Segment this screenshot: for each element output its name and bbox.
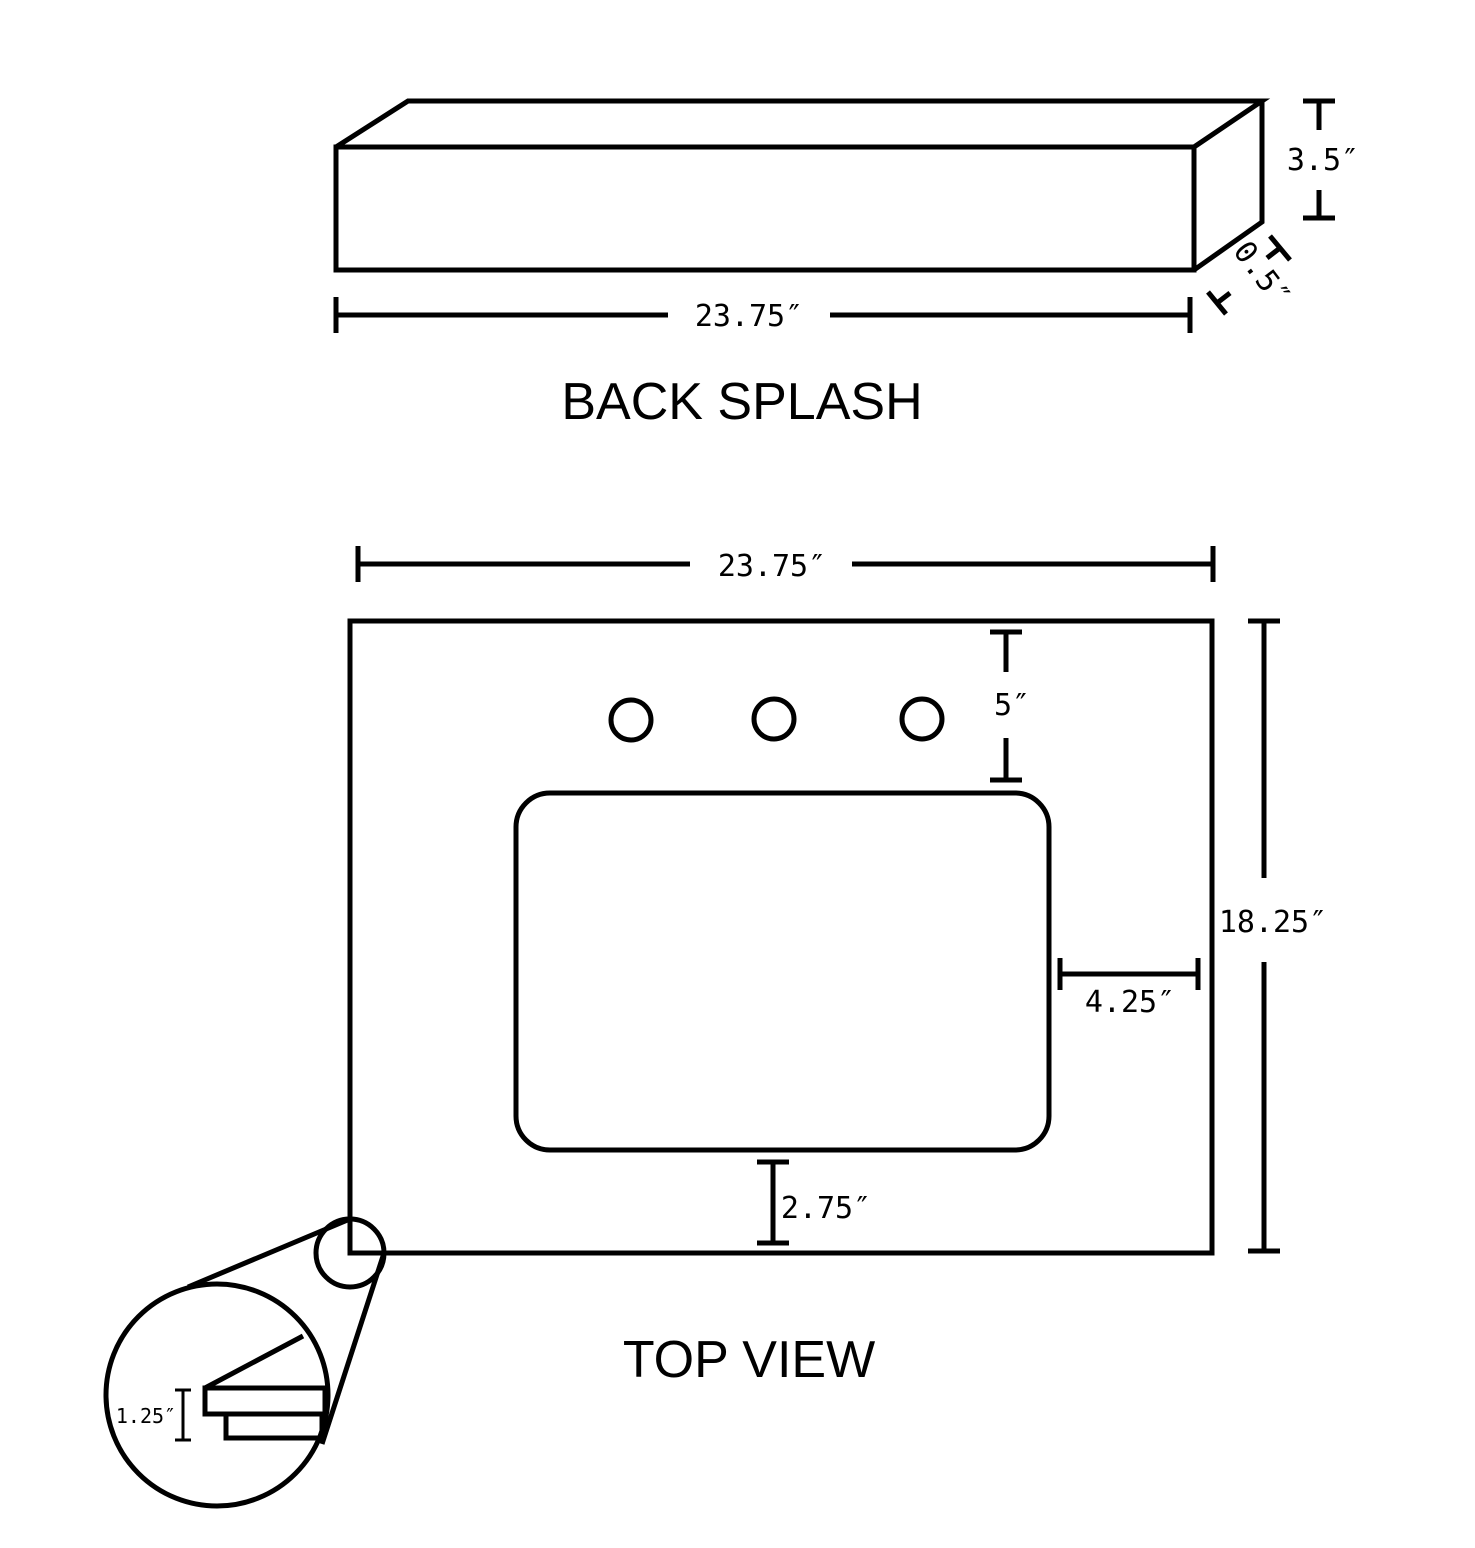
countertop-outline: [347, 618, 1215, 1256]
faucet-to-basin-dimension: [990, 629, 1022, 783]
basin-side-dimension: [1057, 958, 1201, 990]
basin-side-label: 4.25″: [1085, 985, 1175, 1020]
edge-thickness-label: 1.25″: [116, 1404, 176, 1428]
edge-detail-callout: [103, 1216, 387, 1509]
top-width-dimension: [355, 546, 1216, 582]
basin-outline: [513, 790, 1052, 1153]
top-depth-label: 18.25″: [1219, 905, 1327, 940]
backsplash-box: [333, 98, 1271, 273]
backsplash-width-label: 23.75″: [695, 299, 803, 334]
backsplash-width-dimension: [333, 297, 1193, 333]
topview-title: TOP VIEW: [623, 1331, 875, 1389]
faucet-hole-left: [608, 697, 654, 743]
backsplash-title: BACK SPLASH: [561, 373, 922, 431]
top-depth-dimension: [1248, 618, 1280, 1254]
top-width-label: 23.75″: [718, 549, 826, 584]
backsplash-height-dimension: [1303, 98, 1335, 221]
backsplash-depth-label: 0.5″: [1226, 235, 1297, 314]
basin-front-dimension: [757, 1159, 789, 1246]
faucet-hole-center: [751, 696, 797, 742]
backsplash-depth-dimension: [1206, 234, 1292, 316]
faucet-to-basin-label: 5″: [994, 688, 1030, 723]
backsplash-height-label: 3.5″: [1287, 143, 1359, 178]
basin-front-label: 2.75″: [781, 1191, 871, 1226]
faucet-hole-right: [899, 696, 945, 742]
